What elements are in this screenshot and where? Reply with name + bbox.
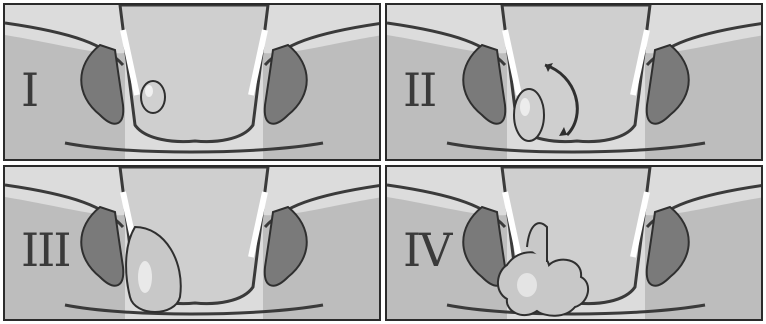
grade-3-panel: III — [3, 165, 381, 321]
grade-1-panel: I — [3, 3, 381, 161]
grade-3-label: III — [21, 227, 70, 273]
grade-2-label: II — [403, 67, 435, 113]
grade-2-panel: II — [385, 3, 763, 161]
grade-1-illustration — [5, 5, 381, 161]
grade-4-panel: IV — [385, 165, 763, 321]
grade-2-illustration — [387, 5, 763, 161]
grade-4-label: IV — [403, 227, 450, 273]
grade-1-label: I — [21, 67, 37, 113]
